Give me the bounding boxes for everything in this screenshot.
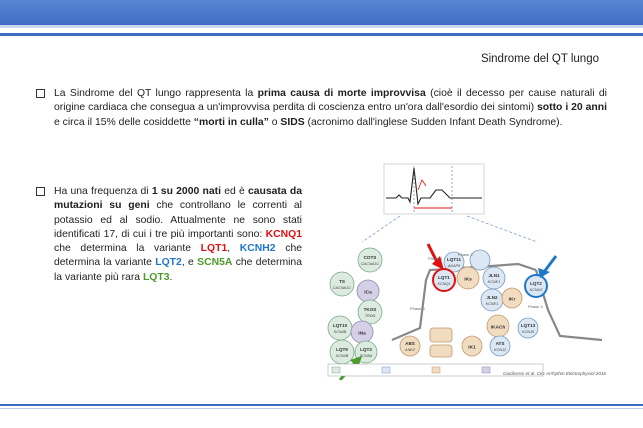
header-bar bbox=[0, 0, 643, 28]
node-label: TS bbox=[339, 279, 345, 284]
node-lqt2 bbox=[524, 274, 548, 298]
bullet-text-1: La Sindrome del QT lungo rappresenta la … bbox=[54, 88, 607, 128]
node-gene: KCNE1 bbox=[488, 280, 501, 284]
node-gene: CACNA1C bbox=[333, 286, 351, 290]
node-tkos bbox=[357, 299, 383, 325]
phase-label: Phase 0 bbox=[410, 306, 425, 311]
current-label: ICa bbox=[364, 290, 372, 296]
footer-rule bbox=[0, 404, 643, 406]
diagram-legend bbox=[327, 363, 544, 377]
node-label: TKOS bbox=[364, 307, 377, 312]
node-cots bbox=[357, 247, 383, 273]
node-label: LQT1 bbox=[438, 275, 450, 280]
node-lqt1 bbox=[432, 268, 456, 292]
node-label: LQT2 bbox=[530, 281, 542, 286]
diagram-svg: Giudicessi et al. Circ Arrhythm Electrop… bbox=[327, 163, 606, 380]
node-label: LQT3 bbox=[360, 347, 372, 352]
bullet-text-2: Ha una frequenza di 1 su 2000 nati ed è … bbox=[54, 186, 303, 283]
node-gene: SCN5A bbox=[360, 354, 373, 358]
figure-citation: Giudicessi et al. Circ Arrhythm Electrop… bbox=[503, 371, 606, 376]
phase-label: Phase 3 bbox=[528, 304, 543, 309]
node-label: JLN2 bbox=[486, 295, 498, 300]
phase-label: Phase 2 bbox=[458, 252, 473, 257]
bullet-point-2: Ha una frequenza di 1 su 2000 nati ed è … bbox=[36, 185, 302, 285]
current-iks bbox=[456, 266, 480, 290]
checkbox-bullet-icon bbox=[36, 187, 45, 196]
node-jln1 bbox=[482, 266, 506, 290]
bullet-point-1: La Sindrome del QT lungo rappresenta la … bbox=[36, 87, 607, 130]
current-label: INa bbox=[358, 331, 366, 337]
current-label: IKs bbox=[464, 277, 472, 283]
node-label: ABS bbox=[405, 341, 415, 346]
node-gene: KCNJ2 bbox=[494, 348, 507, 352]
node-abs bbox=[399, 335, 421, 357]
node-lqt10 bbox=[327, 315, 353, 341]
node-ts bbox=[329, 271, 355, 297]
left-gene-cluster bbox=[327, 247, 383, 365]
lqts-gene-diagram: Giudicessi et al. Circ Arrhythm Electrop… bbox=[322, 160, 612, 380]
ecg-inset bbox=[383, 163, 485, 215]
slide-title: Sindrome del QT lungo bbox=[480, 53, 599, 65]
footer-rule-secondary bbox=[0, 408, 643, 409]
current-ikr bbox=[501, 287, 523, 309]
header-rule bbox=[0, 33, 643, 36]
phase-label: Phase 1 bbox=[428, 256, 443, 261]
node-gene: KCNQ1 bbox=[437, 282, 450, 286]
node-gene: KCNE1 bbox=[486, 302, 499, 306]
node-gene: TRDN bbox=[365, 314, 376, 318]
node-label: LQT13 bbox=[521, 323, 536, 328]
node-exchanger bbox=[429, 344, 453, 358]
node-jln2 bbox=[480, 288, 504, 312]
right-gene-cluster bbox=[399, 249, 548, 358]
node-gene: ANK2 bbox=[404, 348, 416, 352]
node-gene: KCNJ5 bbox=[522, 330, 535, 334]
node-ats bbox=[489, 335, 511, 357]
current-label: IKACh bbox=[491, 325, 506, 331]
current-label: IK1 bbox=[468, 345, 476, 351]
node-gene: SCN4B bbox=[334, 330, 347, 334]
node-label: JLN1 bbox=[488, 273, 500, 278]
node-label: LQT9 bbox=[336, 347, 348, 352]
node-adrenergic bbox=[429, 327, 453, 343]
node-gene: AKAP9 bbox=[447, 264, 461, 268]
node-label: LQT10 bbox=[333, 323, 348, 328]
current-label: IKr bbox=[509, 297, 516, 303]
current-ik1 bbox=[461, 335, 483, 357]
node-label: COTS bbox=[364, 255, 377, 260]
node-gene: SCN4B bbox=[336, 354, 349, 358]
node-label: LQT11 bbox=[447, 257, 461, 262]
node-label: ATS bbox=[496, 341, 505, 346]
checkbox-bullet-icon bbox=[36, 89, 45, 98]
node-gene: KCNH2 bbox=[530, 288, 544, 292]
node-lqt13 bbox=[517, 317, 539, 339]
node-gene: CACNA1C bbox=[361, 262, 379, 266]
node-lqt11b bbox=[469, 249, 491, 271]
node-lqt11 bbox=[443, 251, 465, 273]
